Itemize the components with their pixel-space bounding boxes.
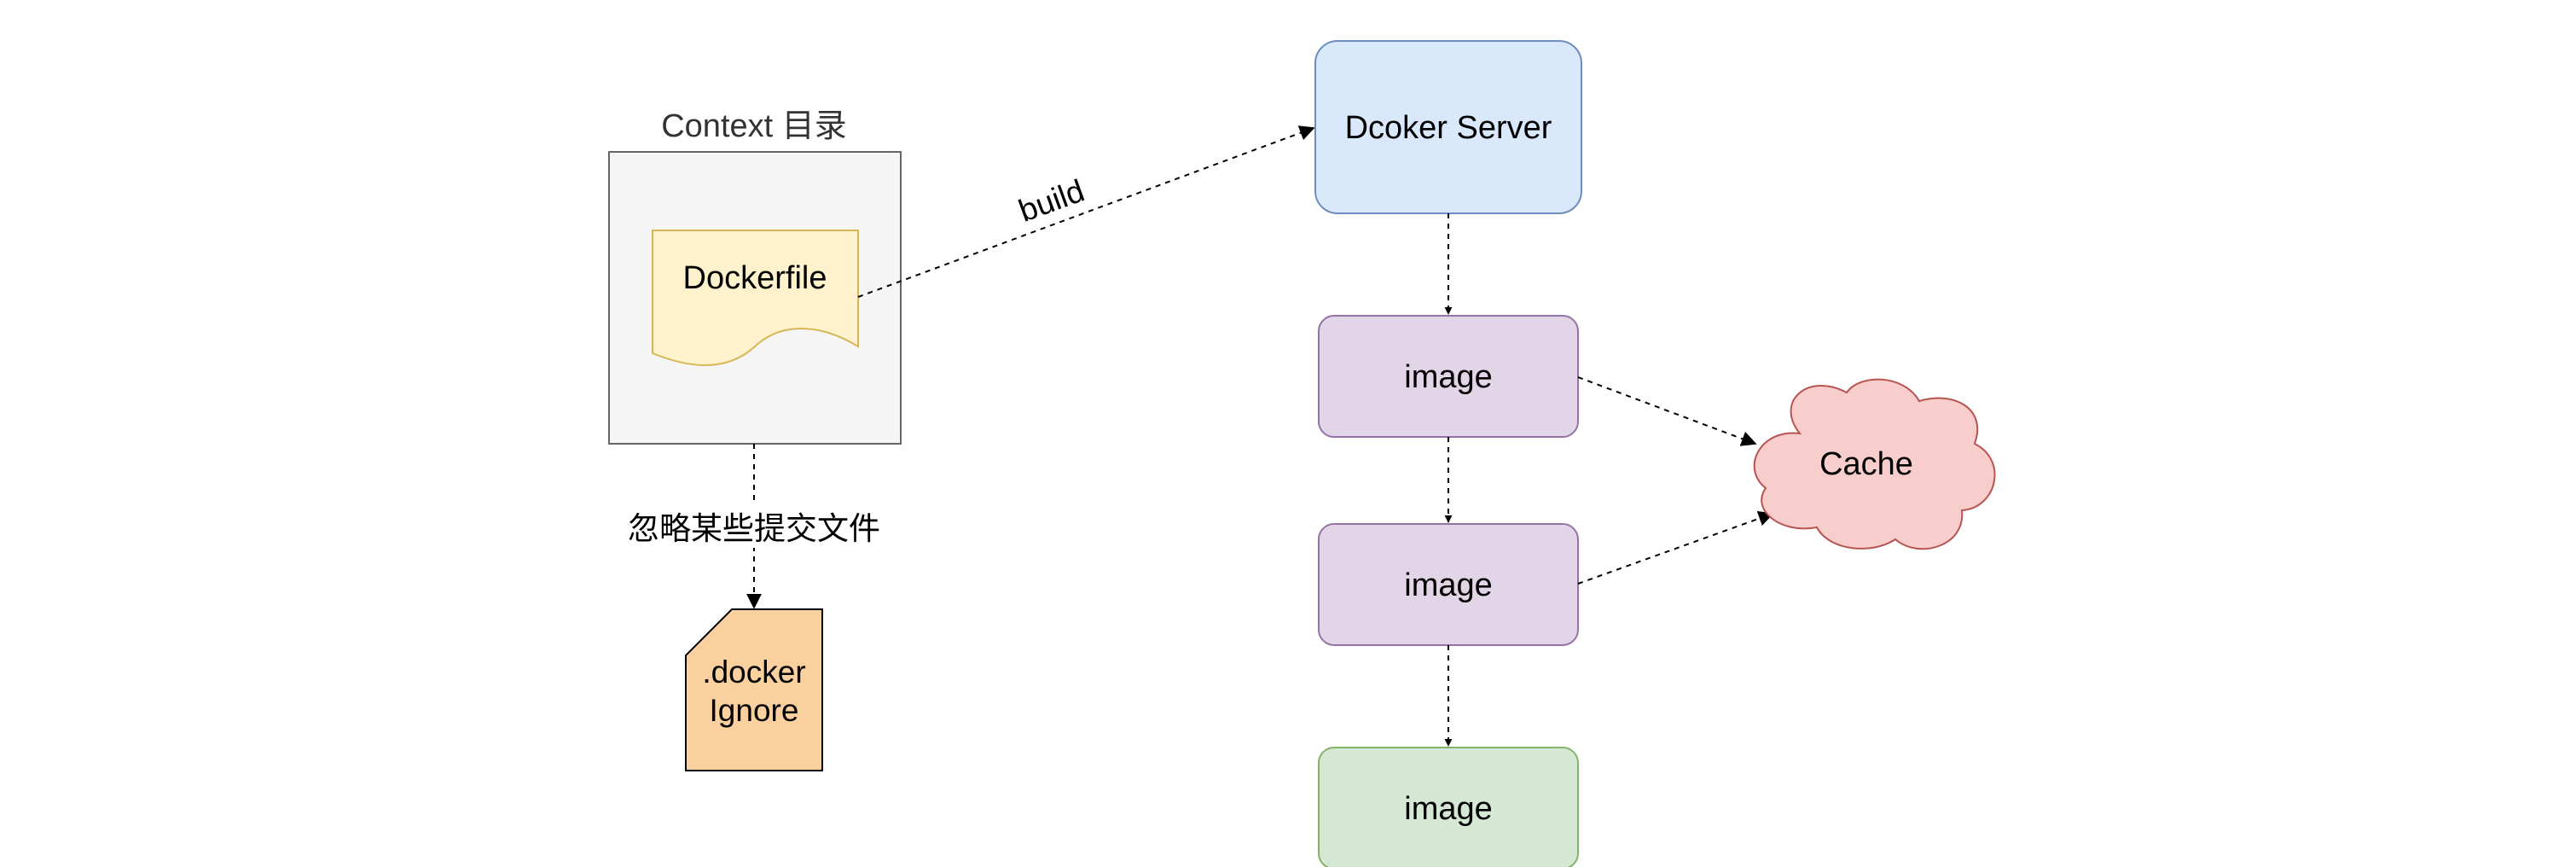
build-edge-label: build	[1014, 173, 1088, 229]
image-1-to-cache-edge	[1577, 376, 1757, 446]
image-label-1: image	[1404, 359, 1493, 395]
cache-label: Cache	[1819, 446, 1913, 482]
ignore-edge-label: 忽略某些提交文件	[628, 511, 880, 546]
dockerignore-label-line2: Ignore	[710, 693, 799, 728]
docker-server-label: Dcoker Server	[1345, 110, 1552, 146]
dockerfile-shape	[652, 230, 859, 366]
cache-cloud	[1753, 378, 1996, 550]
context-label: Context 目录	[661, 108, 847, 144]
image-2-to-cache-edge	[1577, 511, 1774, 585]
image-box-3	[1318, 747, 1579, 867]
image-label-2: image	[1404, 567, 1493, 603]
ignore-edge-label-bg	[624, 505, 884, 548]
dockerfile-label: Dockerfile	[683, 260, 827, 296]
build-edge	[857, 125, 1315, 298]
image-label-3: image	[1404, 791, 1493, 827]
dockerignore-label-line1: .docker	[702, 655, 805, 690]
dockerignore-card	[685, 608, 823, 771]
